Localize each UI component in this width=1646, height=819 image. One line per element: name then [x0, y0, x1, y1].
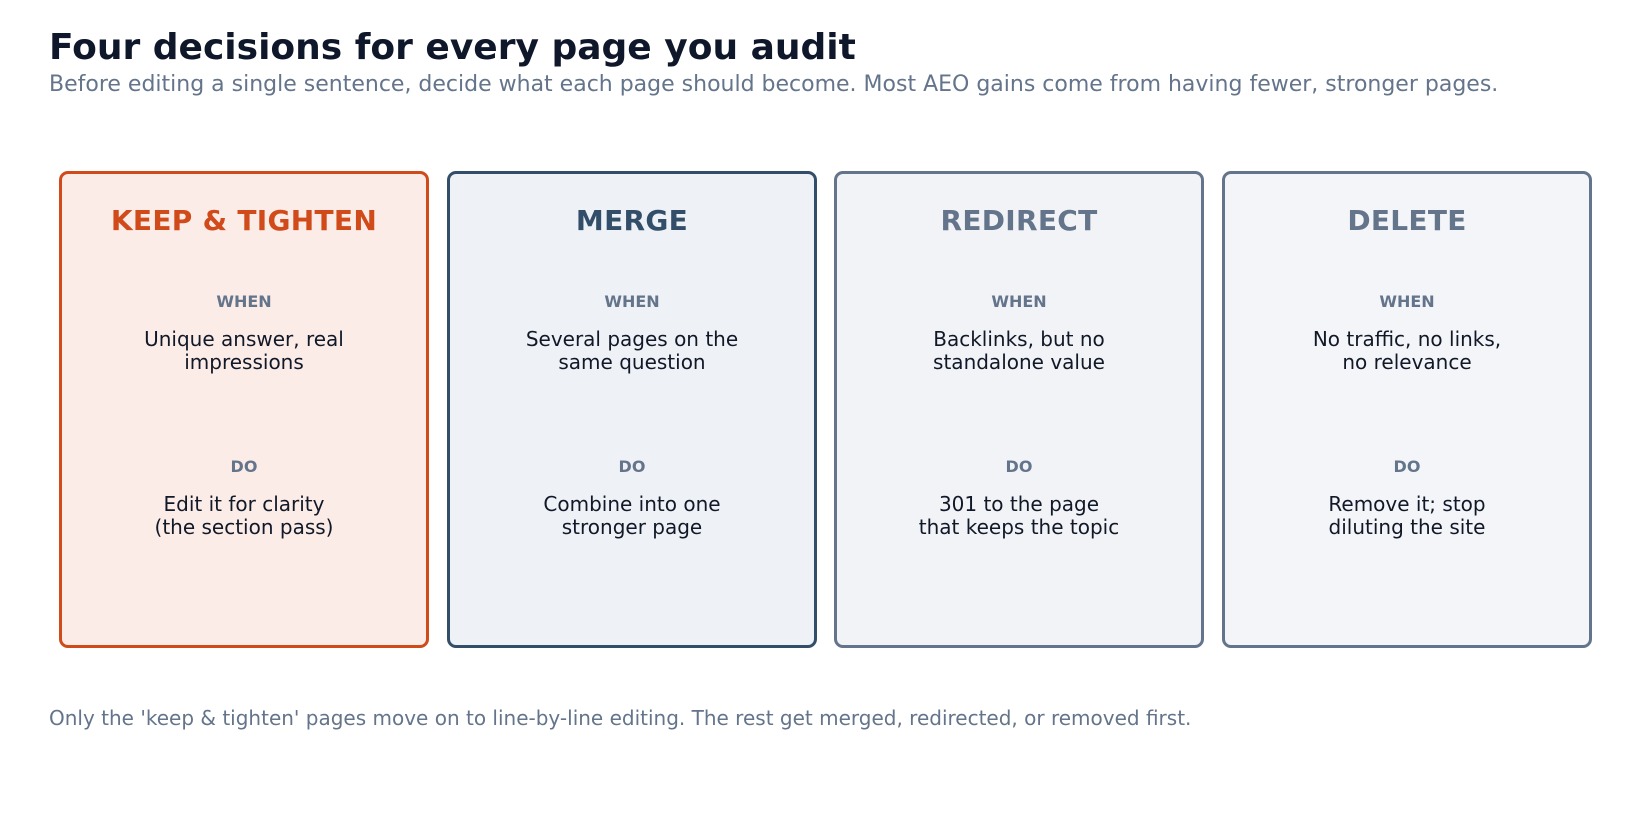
when-label: WHEN	[1379, 292, 1435, 311]
page-title: Four decisions for every page you audit	[49, 27, 856, 68]
when-label: WHEN	[604, 292, 660, 311]
card-title: DELETE	[1347, 204, 1467, 237]
do-label: DO	[230, 457, 258, 476]
when-text: Backlinks, but no standalone value	[933, 327, 1105, 374]
footer-note: Only the 'keep & tighten' pages move on …	[49, 706, 1192, 730]
decision-card-keep-tighten: KEEP & TIGHTEN WHEN Unique answer, real …	[59, 171, 429, 648]
do-text: Remove it; stop diluting the site	[1328, 492, 1486, 539]
decision-card-merge: MERGE WHEN Several pages on the same que…	[447, 171, 817, 648]
card-title: KEEP & TIGHTEN	[110, 204, 378, 237]
page-subtitle: Before editing a single sentence, decide…	[49, 72, 1499, 97]
when-label: WHEN	[991, 292, 1047, 311]
when-text: Several pages on the same question	[525, 327, 739, 374]
do-label: DO	[1393, 457, 1421, 476]
decision-card-redirect: REDIRECT WHEN Backlinks, but no standalo…	[834, 171, 1204, 648]
card-title: REDIRECT	[940, 204, 1098, 237]
when-text: No traffic, no links, no relevance	[1312, 327, 1502, 374]
when-text: Unique answer, real impressions	[144, 327, 344, 374]
when-label: WHEN	[216, 292, 272, 311]
do-label: DO	[618, 457, 646, 476]
do-text: 301 to the page that keeps the topic	[918, 492, 1120, 539]
do-label: DO	[1005, 457, 1033, 476]
decision-card-delete: DELETE WHEN No traffic, no links, no rel…	[1222, 171, 1592, 648]
do-text: Edit it for clarity (the section pass)	[154, 492, 334, 539]
card-title: MERGE	[575, 204, 689, 237]
do-text: Combine into one stronger page	[543, 492, 721, 539]
